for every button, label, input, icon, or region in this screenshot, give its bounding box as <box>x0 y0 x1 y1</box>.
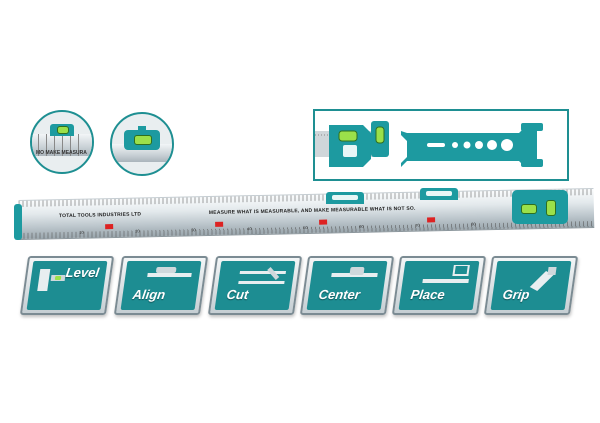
zoom-clip-closeup <box>110 112 174 176</box>
function-tile-grip: Grip <box>483 256 579 315</box>
aluminium-ruler: TOTAL TOOLS INDUSTRIES LTD MEASURE WHAT … <box>18 187 595 240</box>
function-label: Level <box>64 265 101 280</box>
align-icon <box>147 267 193 277</box>
ruler-number: 80 <box>471 221 476 227</box>
bubble-vial-icon <box>546 200 556 216</box>
bubble-vial-icon <box>57 126 69 134</box>
function-tile-level: Level <box>19 256 115 315</box>
grip-icon <box>529 267 557 291</box>
function-label: Grip <box>501 287 531 302</box>
ruler-left-endcap <box>14 204 22 240</box>
function-tile-center: Center <box>299 256 395 315</box>
bubble-vial-icon <box>134 135 152 145</box>
function-tile-cut: Cut <box>207 256 303 315</box>
place-icon <box>422 265 471 283</box>
function-label: Place <box>409 287 446 302</box>
function-tile-align: Align <box>113 256 209 315</box>
level-icon <box>37 269 66 291</box>
center-icon <box>331 267 379 277</box>
ruler-number: 10 <box>79 229 84 235</box>
ruler-closeup <box>32 134 92 156</box>
accessory-detail-box <box>313 109 569 181</box>
cut-icon <box>238 267 287 284</box>
function-label: Cut <box>225 287 250 302</box>
ruler-number: 70 <box>415 222 420 228</box>
ruler-number: 20 <box>135 228 140 234</box>
function-label: Align <box>131 287 167 302</box>
zoom-level-closeup: MO MAKE MEASURA <box>30 110 94 174</box>
function-tile-place: Place <box>391 256 487 315</box>
ruler-clip <box>420 188 458 200</box>
accessory-illustration <box>315 121 543 167</box>
bubble-vial-icon <box>521 204 537 214</box>
ruler-number: 60 <box>359 223 364 229</box>
closeup-text: MO MAKE MEASURA <box>36 150 87 156</box>
ruler-clip <box>326 192 364 204</box>
ruler-company-text: TOTAL TOOLS INDUSTRIES LTD <box>58 211 142 220</box>
function-label: Center <box>317 287 361 302</box>
ruler-number: 50 <box>303 224 308 231</box>
ruler-slogan-text: MEASURE WHAT IS MEASURABLE, AND MAKE MEA… <box>208 205 416 217</box>
ruler-number: 40 <box>247 226 252 232</box>
ruler-number: 30 <box>191 227 196 233</box>
